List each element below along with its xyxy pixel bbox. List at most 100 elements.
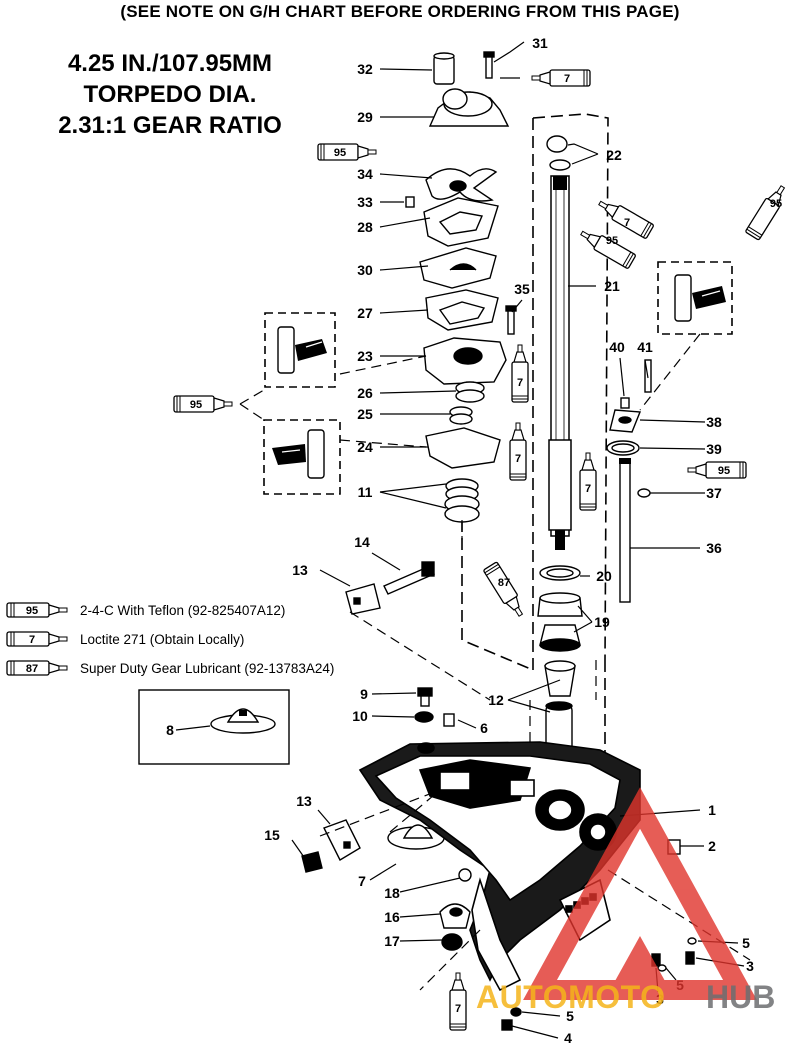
callout-19: 19: [594, 614, 610, 630]
callout-26: 26: [357, 385, 373, 401]
title-line-gear-ratio: 2.31:1 GEAR RATIO: [58, 112, 282, 139]
callout-28: 28: [357, 219, 373, 235]
tube-code: 7: [564, 73, 570, 85]
tube-code: 7: [455, 1003, 461, 1015]
callout-25: 25: [357, 406, 373, 422]
callout-7: 7: [358, 873, 366, 889]
callout-18: 18: [384, 885, 400, 901]
tube-icon: 7: [6, 631, 68, 647]
inset-box-anode-8: [138, 689, 290, 765]
callout-27: 27: [357, 305, 373, 321]
tube-87-bearing: 87: [482, 561, 529, 621]
inset-box-left-bottom: [263, 419, 341, 495]
callout-38: 38: [706, 414, 722, 430]
shift-shaft: [619, 458, 631, 603]
legend-row-95: 95 2-4-C With Teflon (92-825407A12): [6, 600, 326, 622]
tube-95-right-top: 95: [744, 181, 791, 241]
drive-shaft: [548, 175, 572, 550]
tube-7-shift: 7: [579, 452, 597, 511]
inset-box-left-top: [264, 312, 336, 388]
callout-23: 23: [357, 348, 373, 364]
callout-29: 29: [357, 109, 373, 125]
tube-icon: 87: [6, 660, 68, 676]
title-line-diameter: 4.25 IN./107.95MM: [67, 50, 273, 77]
diagram-title: 4.25 IN./107.95MM TORPEDO DIA. 2.31:1 GE…: [20, 48, 320, 141]
tube-code: 7: [624, 217, 630, 229]
water-pump-parts: [405, 52, 510, 523]
tube-95-left: 95: [173, 395, 233, 413]
tube-code: 95: [334, 147, 346, 159]
legend-text: Loctite 271 (Obtain Locally): [80, 632, 245, 647]
callout-11: 11: [358, 484, 373, 500]
callout-4: 4: [564, 1030, 572, 1046]
callout-13-lower: 13: [296, 793, 312, 809]
callout-36: 36: [706, 540, 722, 556]
watermark: AUTOMOTO HUB: [470, 975, 800, 1025]
callout-37: 37: [706, 485, 722, 501]
tube-95-shift-seal: 95: [687, 461, 747, 479]
callout-17: 17: [384, 933, 400, 949]
tube-icon: 95: [6, 602, 68, 618]
callout-1: 1: [708, 802, 716, 818]
ordering-note: (SEE NOTE ON G/H CHART BEFORE ORDERING F…: [120, 2, 680, 21]
callout-35: 35: [514, 281, 530, 297]
callout-20: 20: [596, 568, 612, 584]
callout-34: 34: [357, 166, 373, 182]
housing-dashed-outline: [461, 113, 609, 800]
lubricant-legend: 95 2-4-C With Teflon (92-825407A12) 7 Lo…: [6, 600, 334, 687]
legend-code: 7: [29, 634, 35, 646]
legend-text: 2-4-C With Teflon (92-825407A12): [80, 603, 286, 618]
inset-box-right: [657, 261, 733, 335]
callout-40: 40: [609, 339, 625, 355]
tube-7-bottom: 7: [449, 972, 467, 1031]
tube-code: 7: [515, 453, 521, 465]
callout-22: 22: [606, 147, 622, 163]
tube-code: 87: [498, 577, 510, 589]
watermark-text-automoto: AUTOMOTO: [476, 979, 666, 1015]
tube-code: 95: [190, 399, 202, 411]
gearcase-housing: [358, 741, 641, 992]
callout-21: 21: [604, 278, 620, 294]
callout-14: 14: [354, 534, 370, 550]
legend-row-7: 7 Loctite 271 (Obtain Locally): [6, 629, 326, 651]
alignment-lines: [239, 333, 751, 991]
callout-6: 6: [480, 720, 488, 736]
tube-code: 95: [770, 198, 782, 210]
callout-5-bottom: 5: [566, 1008, 574, 1024]
callout-30: 30: [357, 262, 373, 278]
callout-8: 8: [166, 722, 174, 738]
callout-9: 9: [360, 686, 368, 702]
callout-10: 10: [352, 708, 368, 724]
tube-95-pump-housing: 95: [317, 143, 377, 161]
legend-row-87: 87 Super Duty Gear Lubricant (92-13783A2…: [6, 658, 334, 680]
callout-5-right: 5: [742, 935, 750, 951]
callout-24: 24: [357, 439, 373, 455]
legend-code: 87: [26, 663, 38, 675]
watermark-text-hub: HUB: [706, 979, 776, 1015]
bearing-parts: [537, 135, 652, 759]
legend-code: 95: [26, 605, 38, 617]
tube-code: 7: [517, 377, 523, 389]
watermark-logo: [523, 787, 757, 1000]
legend-text: Super Duty Gear Lubricant (92-13783A24): [80, 661, 335, 676]
callout-12: 12: [488, 692, 504, 708]
tube-code: 7: [585, 483, 591, 495]
callout-32: 32: [357, 61, 373, 77]
tube-code: 95: [718, 465, 730, 477]
tube-7-bolt-35: 7: [511, 344, 529, 403]
title-line-torpedo: TORPEDO DIA.: [83, 81, 257, 108]
callout-16: 16: [384, 909, 400, 925]
callout-31: 31: [532, 35, 548, 51]
callout-3-right: 3: [746, 958, 754, 974]
callout-41: 41: [637, 339, 653, 355]
fasteners: [301, 51, 697, 1031]
tube-7-pump-base: 7: [509, 422, 527, 481]
tube-7-driveshaft: 7: [595, 195, 655, 240]
callout-13: 13: [292, 562, 308, 578]
tube-95-driveshaft: 95: [577, 225, 637, 270]
callout-15: 15: [264, 827, 280, 843]
tube-7-top: 7: [531, 69, 591, 87]
tube-code: 95: [606, 235, 618, 247]
callout-33: 33: [357, 194, 373, 210]
